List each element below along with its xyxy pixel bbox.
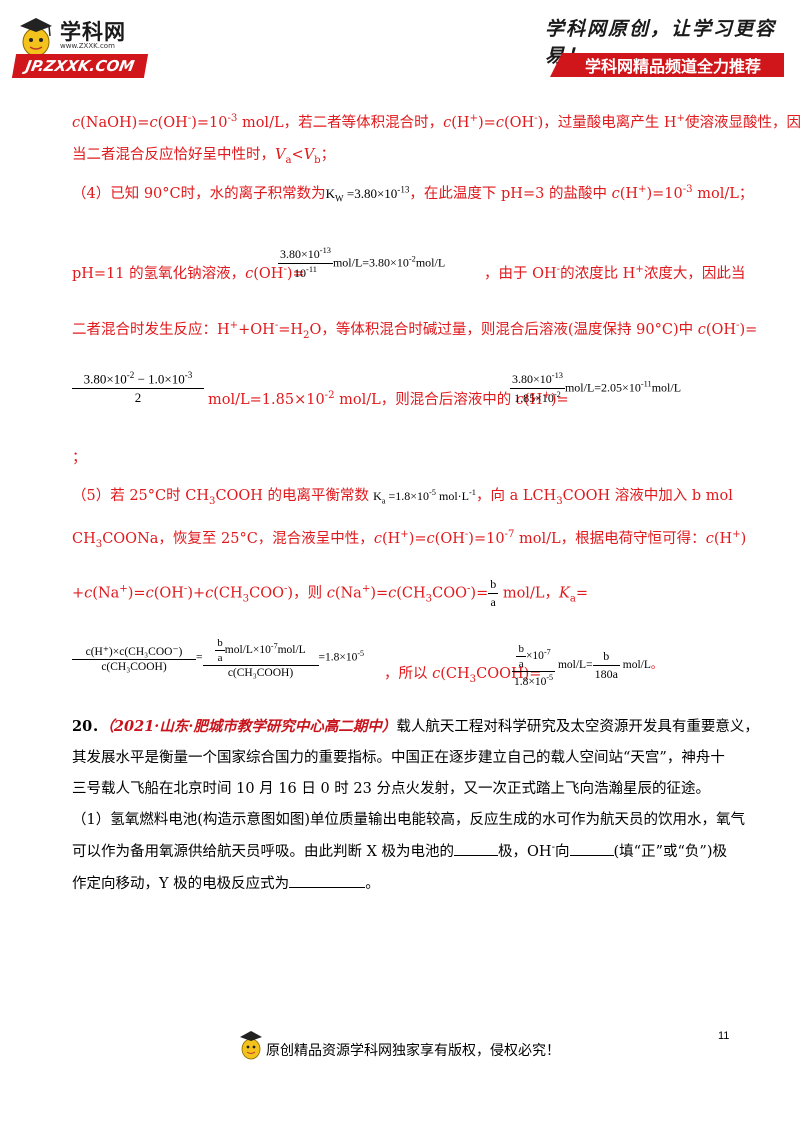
solution-line-10: +c(Na+)=c(OH-)+c(CH3COO-)，则 c(Na+)=c(CH3… (72, 577, 589, 609)
copyright-notice: 原创精品资源学科网独家享有版权，侵权必究！ (266, 1043, 560, 1059)
logo-name: 学科网 (60, 20, 126, 44)
solution-line-4-tail: ，由于 OH-的浓度比 H+浓度大，因此当 (484, 264, 746, 282)
answer-blank-y-electrode[interactable] (289, 875, 366, 888)
mascot-icon (240, 1031, 262, 1060)
solution-line-9: CH3COONa，恢复至 25°C，混合液呈中性，c(H+)=c(OH-)=10… (72, 529, 747, 550)
question-20-line-3: 三号载人飞船在北京时间 10 月 16 日 0 时 23 分点火发射，又一次正式… (72, 781, 710, 797)
question-20-line-4: （1）氢氧燃料电池(构造示意图如图)单位质量输出电能较高，反应生成的水可作为航天… (72, 812, 746, 828)
solution-line-5: 二者混合时发生反应：H++OH-=H2O，等体积混合时碱过量，则混合后溶液(温度… (72, 320, 758, 341)
solution-line-3: （4）已知 90°C时，水的离子积常数为KW =3.80×10-13，在此温度下… (72, 184, 754, 204)
answer-blank-x-pole[interactable] (454, 843, 499, 856)
question-20-line-5: 可以作为备用氧源供给航天员呼吸。由此判断 X 极为电池的极，OH-向(填“正”或… (72, 842, 727, 860)
mascot-icon (20, 18, 52, 57)
question-20-line-6: 作定向移动，Y 极的电极反应式为。 (72, 875, 380, 892)
solution-line-6: mol/L=1.85×10-2 mol/L，则混合后溶液中的 c(H+)= (208, 390, 569, 408)
solution-line-2: 当二者混合反应恰好呈中性时，Va<Vb； (72, 147, 336, 166)
question-20-line-2: 其发展水平是衡量一个国家综合国力的重要指标。中国正在逐步建立自己的载人空间站“天… (72, 750, 725, 766)
logo-banner[interactable]: JP.ZXXK.COM (11, 54, 149, 78)
site-logo[interactable] (12, 10, 152, 82)
solution-line-1: c(NaOH)=c(OH-)=10-3 mol/L，若二者等体积混合时，c(H+… (72, 113, 800, 131)
page-number: 11 (718, 1030, 730, 1042)
solution-line-4: pH=11 的氢氧化钠溶液，c(OH-)= (72, 264, 305, 282)
question-20-line-1: 20．（2021·山东·肥城市教学研究中心高二期中）载人航天工程对科学研究及太空… (72, 718, 759, 735)
channel-banner[interactable]: 学科网精品频道全力推荐 (550, 53, 784, 77)
answer-blank-oh-direction[interactable] (569, 843, 614, 856)
solution-line-11: ，所以 c(CH3COOH)= (384, 666, 542, 685)
solution-line-7: ； (72, 450, 87, 466)
logo-url: www.ZXXK.com (60, 42, 115, 50)
